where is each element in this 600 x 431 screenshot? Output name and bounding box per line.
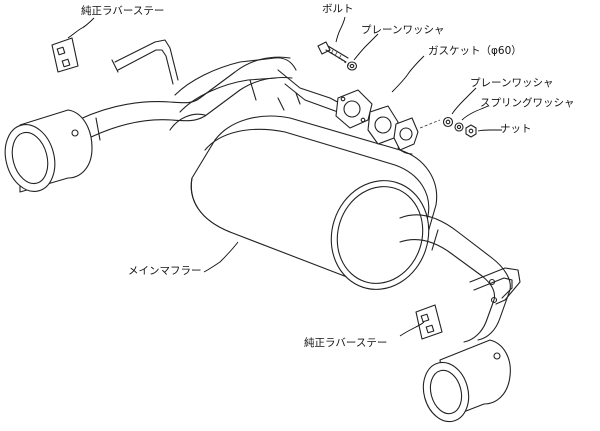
left-rubber-stay [51,37,79,73]
label-plain-washer-right: プレーンワッシャ [470,77,554,89]
label-rubber-stay-top: 純正ラバーステー [81,5,165,17]
plain-washer-right [442,116,454,128]
gasket-partial [397,147,413,155]
label-main-muffler: メインマフラー [128,265,202,277]
gasket-2 [393,117,419,151]
right-hanger-bracket [469,267,521,305]
flange [335,89,373,129]
leader-lines [67,16,502,337]
main-muffler-body [169,113,438,290]
upper-pipe [174,57,346,113]
right-tail-tip [422,339,511,423]
plain-washer-top [346,61,358,71]
spring-washer [454,122,464,132]
label-plain-washer-top: プレーンワッシャ [361,24,445,36]
label-bolt: ボルト [322,3,354,15]
label-spring-washer: スプリングワッシャ [480,97,575,109]
label-nut: ナット [500,123,532,135]
label-rubber-stay-bottom: 純正ラバーステー [304,337,388,349]
bolt [317,41,349,63]
label-gasket: ガスケット（φ60） [428,45,522,57]
nut [465,124,477,138]
right-pipe [399,214,511,343]
assembly-axis [327,49,441,129]
right-rubber-stay [415,304,443,340]
gasket-1 [367,105,399,145]
left-hanger-bracket [111,39,179,85]
left-tail-tip [4,109,93,193]
